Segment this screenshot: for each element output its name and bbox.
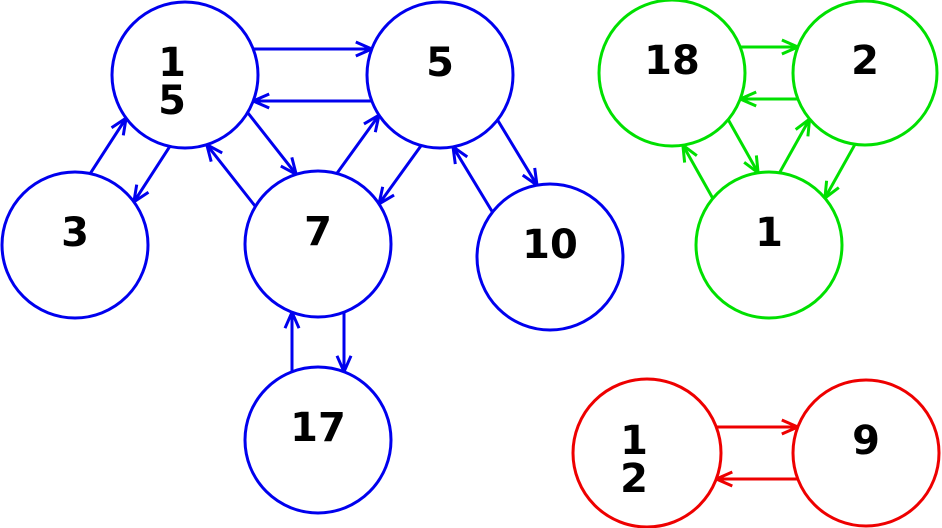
node-label-17: 17 [290,405,346,451]
node-label-5: 5 [426,40,454,86]
graph-node-5 [365,0,515,150]
graph-node-3 [0,170,150,320]
graph-edge-15-to-3 [131,145,172,206]
node-label-1: 1 [755,210,783,256]
graph-node-15 [110,0,260,150]
graph-node-12 [571,377,723,528]
graph-edge-15-to-7 [246,111,299,178]
graph-node-2 [791,0,939,147]
graph-edge-2-to-1 [823,143,857,202]
node-label-9: 9 [852,418,880,464]
graph-edge-1-to-2 [778,115,812,174]
node-label-18: 18 [644,38,700,84]
graph-node-7 [243,169,393,319]
graph-edge-5-to-7 [376,144,423,207]
graph-edge-10-to-5 [451,143,494,213]
graph-edge-7-to-5 [335,112,382,175]
graph-node-17 [243,365,393,515]
graph-edge-5-to-10 [496,119,539,189]
graph-node-18 [597,0,747,148]
graph-edge-1-to-18 [681,141,715,200]
node-label-3: 3 [61,210,89,256]
graph-edge-7-to-15 [204,141,257,208]
graph-node-10 [475,182,625,332]
node-label-7: 7 [304,209,332,255]
graph-edge-18-to-1 [726,118,760,177]
graph-edge-3-to-15 [88,114,129,175]
node-label-10: 10 [522,222,578,268]
graph-node-9 [791,378,941,528]
node-label-2: 2 [851,38,879,84]
graph-node-1 [694,170,844,320]
